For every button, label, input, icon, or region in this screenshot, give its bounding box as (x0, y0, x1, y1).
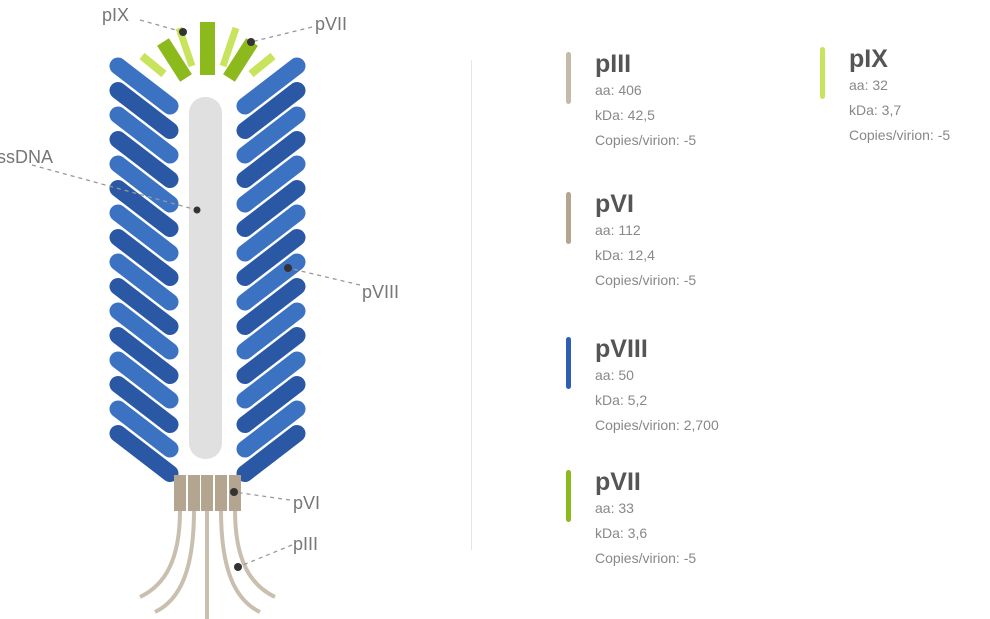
pvii-rod (157, 38, 192, 82)
pviii-rod (236, 425, 306, 482)
legend-copies: Copies/virion: 2,700 (595, 417, 719, 433)
pviii-rod (236, 180, 306, 237)
pviii-rod (236, 229, 306, 286)
pviii-rod (109, 155, 179, 213)
marker-dots (179, 28, 292, 571)
pviii-rod (109, 278, 179, 335)
pviii-coat (109, 57, 306, 482)
legend-kda: kDa: 3,6 (595, 525, 648, 541)
piii-strand (233, 509, 276, 599)
legend-title: pIX (849, 45, 888, 73)
top-cap (139, 22, 276, 82)
pviii-rod (236, 302, 306, 360)
pviii-rod (109, 204, 179, 262)
pix-rod (248, 52, 276, 78)
piii-dot (234, 563, 242, 571)
legend-color-bar (566, 337, 571, 389)
pviii-rod (236, 106, 306, 164)
legend-kda: kDa: 42,5 (595, 107, 655, 123)
leader-lines (31, 19, 361, 568)
pviii-rod (109, 131, 179, 188)
legend-aa: aa: 32 (849, 77, 888, 93)
pviii-rod (109, 180, 179, 237)
pvi-rod (188, 475, 200, 511)
label-pvii: pVII (315, 14, 348, 34)
piii-strand (139, 509, 182, 599)
pviii-rod (109, 376, 179, 433)
pvi-rod (174, 475, 186, 511)
pviii-rod (109, 327, 179, 384)
divider (471, 60, 472, 550)
pix-rod (219, 26, 240, 68)
legend-title: pVIII (595, 335, 648, 363)
legend-aa: aa: 33 (595, 500, 634, 516)
pviii-rod (236, 131, 306, 188)
pviii-rod (236, 351, 306, 409)
pvi-dot (230, 488, 238, 496)
legend-kda: kDa: 12,4 (595, 247, 655, 263)
label-pix: pIX (102, 5, 130, 25)
legend-color-bar (566, 470, 571, 522)
legend-copies: Copies/virion: -5 (595, 132, 697, 148)
pviii-dot (284, 264, 292, 272)
pviii-rod (236, 400, 306, 458)
legend-copies: Copies/virion: -5 (595, 550, 697, 566)
pviii-rod (236, 57, 306, 115)
legend-aa: aa: 406 (595, 82, 642, 98)
pviii-rod (236, 82, 306, 139)
legend-title: pVII (595, 468, 641, 496)
pviii-rod (109, 82, 179, 139)
label-pviii: pVIII (362, 282, 400, 302)
pviii-rod (109, 57, 179, 115)
pvi-rod (215, 475, 227, 511)
legend-copies: Copies/virion: -5 (849, 127, 951, 143)
phage-diagram (31, 19, 361, 619)
legend-title: pIII (595, 50, 632, 78)
label-piii: pIII (293, 534, 319, 554)
pviii-rod (109, 106, 179, 164)
legend-title: pVI (595, 190, 634, 218)
ssdna-core (189, 97, 222, 459)
legend-color-bar (820, 47, 825, 99)
pviii-rod (109, 253, 179, 311)
pviii-rod (109, 229, 179, 286)
piii-strand (154, 509, 196, 614)
legend-kda: kDa: 5,2 (595, 392, 648, 408)
pvii-dot (247, 38, 255, 46)
pviii-rod (109, 425, 179, 482)
legend-aa: aa: 50 (595, 367, 634, 383)
ssdna-dot (193, 206, 201, 214)
legend-copies: Copies/virion: -5 (595, 272, 697, 288)
tail (139, 509, 276, 619)
label-ssdna: ssDNA (0, 147, 54, 167)
pviii-rod (236, 278, 306, 335)
legend-aa: aa: 112 (595, 222, 641, 238)
pvii-rod (223, 38, 258, 82)
pvi-rod (201, 475, 213, 511)
legend-kda: kDa: 3,7 (849, 102, 902, 118)
pviii-rod (236, 327, 306, 384)
pviii-rod (236, 204, 306, 262)
pviii-rod (109, 400, 179, 458)
legend-color-bar (566, 192, 571, 244)
pviii-rod (236, 376, 306, 433)
legend-color-bar (566, 52, 571, 104)
piii-strand (219, 509, 261, 614)
pix-dot (179, 28, 187, 36)
pviii-rod (109, 302, 179, 360)
pviii-rod (236, 155, 306, 213)
label-pvi: pVI (293, 493, 321, 513)
pix-rod (139, 52, 167, 78)
pviii-rod (109, 351, 179, 409)
